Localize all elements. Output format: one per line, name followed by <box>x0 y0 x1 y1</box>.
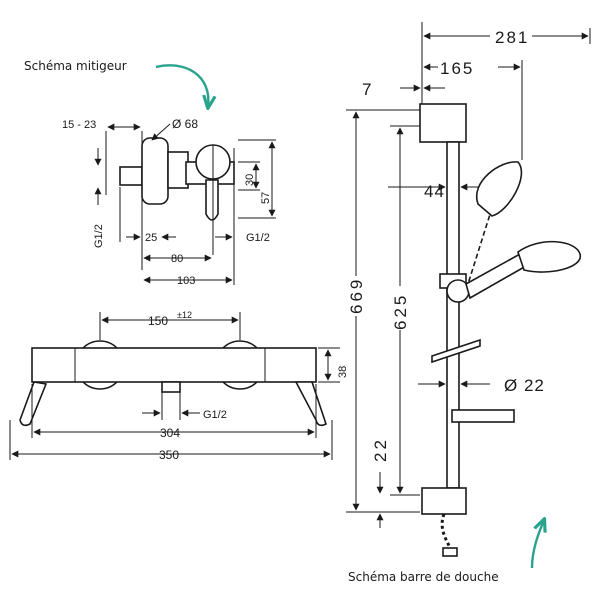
bar-caption: Schéma barre de douche <box>348 570 499 584</box>
handshower-alt-position <box>475 161 523 217</box>
dim-150-label: 150 <box>148 314 168 328</box>
dim-offset-label: 15 - 23 <box>62 119 96 131</box>
mixer-caption: Schéma mitigeur <box>24 59 127 73</box>
bar-top-bracket <box>419 103 467 143</box>
front-body <box>31 347 317 383</box>
dim-tolerance-label: ±12 <box>177 310 192 320</box>
dim-165-label: 165 <box>440 59 474 78</box>
shower-bar-view: 281 165 7 669 625 22 44 <box>346 22 591 584</box>
dim-diameter-label: Ø 68 <box>172 117 198 131</box>
hose-connector <box>442 547 458 557</box>
bar-pointer-arrow <box>530 520 544 569</box>
dim-103-label: 103 <box>177 275 195 287</box>
dim-g12-left-label: G1/2 <box>93 224 105 248</box>
mixer-nut <box>167 151 189 189</box>
dim-7-label: 7 <box>362 80 371 99</box>
dim-25-label: 25 <box>145 232 157 244</box>
dim-diam22-label: Ø 22 <box>504 376 545 395</box>
dim-80-label: 80 <box>171 253 183 265</box>
front-lever-left <box>19 381 48 427</box>
mixer-lever <box>205 179 219 221</box>
dim-30-label: 30 <box>244 174 256 186</box>
mixer-top-view: Schéma mitigeur 15 - 23 Ø 68 G1/2 30 <box>24 59 276 287</box>
handshower-holder <box>465 252 528 300</box>
hook-holder <box>431 338 481 364</box>
shower-rail <box>446 141 460 489</box>
mixer-escutcheon <box>141 137 169 205</box>
dim-669-label: 669 <box>347 277 366 314</box>
front-outlet <box>161 381 181 393</box>
mixer-front-view: 150 ±12 38 G1/2 304 350 <box>9 310 349 462</box>
dim-22-bottom-label: 22 <box>371 437 390 462</box>
mixer-inlet-stub <box>119 166 143 186</box>
handshower-head <box>517 240 581 273</box>
mixer-pointer-arrow <box>155 64 208 107</box>
dim-304-label: 304 <box>160 426 180 440</box>
dim-g12-right-label: G1/2 <box>246 232 270 244</box>
dim-57-label: 57 <box>260 192 272 204</box>
dim-front-g12-label: G1/2 <box>203 409 227 421</box>
shower-hose <box>440 513 454 553</box>
bar-bottom-bracket <box>421 487 467 515</box>
front-lever-right <box>294 381 327 427</box>
soap-tray <box>451 409 515 423</box>
dim-44-label: 44 <box>424 182 445 201</box>
dim-281-label: 281 <box>495 28 529 47</box>
dim-350-label: 350 <box>159 448 179 462</box>
dim-38-label: 38 <box>337 366 349 378</box>
dim-625-label: 625 <box>391 293 410 330</box>
